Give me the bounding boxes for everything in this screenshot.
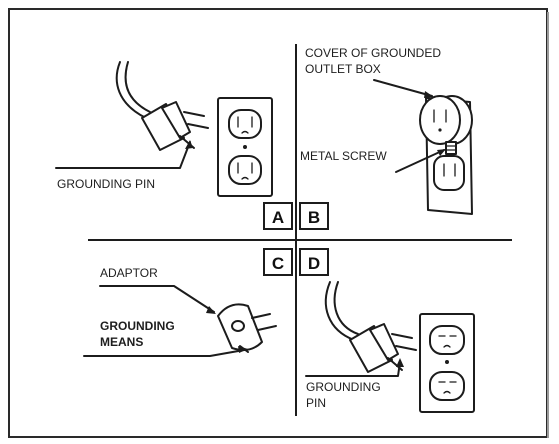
adaptor-plug-icon bbox=[217, 303, 277, 353]
three-prong-plug-d-icon bbox=[349, 323, 417, 373]
grounding-pin-d-callout bbox=[305, 358, 404, 377]
panel-c: ADAPTOR GROUNDING MEANS bbox=[83, 266, 277, 357]
panel-letter-a: A bbox=[263, 202, 293, 230]
metal-screw-callout bbox=[395, 149, 446, 173]
svg-text:D: D bbox=[308, 254, 320, 273]
adaptor-label: ADAPTOR bbox=[100, 266, 158, 280]
cover-label-line1: COVER OF GROUNDED bbox=[305, 46, 441, 60]
grounding-means-callout bbox=[83, 346, 248, 357]
panel-b: COVER OF GROUNDED OUTLET BOX bbox=[300, 46, 473, 215]
grounding-pin-d-label-line2: PIN bbox=[306, 396, 326, 410]
grounding-pin-d-label-line1: GROUNDING bbox=[306, 380, 381, 394]
svg-text:A: A bbox=[272, 208, 284, 227]
panel-letter-c: C bbox=[263, 248, 293, 276]
panel-letter-b: B bbox=[299, 202, 329, 230]
grounding-pin-a-label: GROUNDING PIN bbox=[57, 177, 155, 191]
grounding-means-label-line2: MEANS bbox=[100, 335, 143, 349]
adaptor-callout bbox=[99, 285, 216, 314]
cover-callout bbox=[373, 79, 434, 98]
metal-screw-label: METAL SCREW bbox=[300, 149, 387, 163]
panel-a: GROUNDING PIN bbox=[55, 61, 273, 197]
grounding-pin-a-callout bbox=[55, 140, 193, 169]
cover-label-line2: OUTLET BOX bbox=[305, 62, 381, 76]
duplex-outlet-icon bbox=[217, 97, 273, 197]
panel-d: GROUNDING PIN bbox=[305, 281, 475, 413]
duplex-outlet-d-icon bbox=[419, 313, 475, 413]
plug-cord-icon bbox=[115, 61, 151, 119]
panel-letter-d: D bbox=[299, 248, 329, 276]
grounding-means-label-line1: GROUNDING bbox=[100, 319, 175, 333]
adaptor-cover-icon bbox=[419, 95, 473, 145]
plug-cord-d-icon bbox=[325, 281, 359, 341]
svg-text:C: C bbox=[272, 254, 284, 273]
metal-screw-icon bbox=[445, 141, 457, 155]
svg-text:B: B bbox=[308, 208, 320, 227]
